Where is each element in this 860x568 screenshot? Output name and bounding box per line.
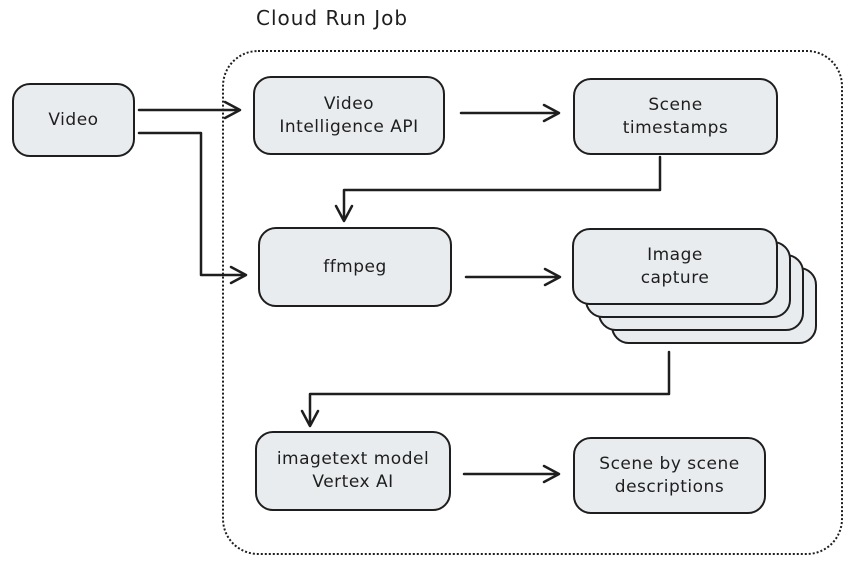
node-scene-timestamps-label: Scene timestamps: [622, 94, 729, 138]
node-ffmpeg: ffmpeg: [258, 227, 452, 307]
node-image-capture: Image capture: [572, 228, 778, 305]
node-video-intelligence-api: Video Intelligence API: [253, 76, 445, 155]
node-video: Video: [12, 83, 135, 157]
node-ffmpeg-label: ffmpeg: [323, 256, 387, 277]
node-video-intelligence-api-label: Video Intelligence API: [279, 93, 419, 137]
node-imagetext-model: imagetext model Vertex AI: [255, 431, 451, 511]
node-image-capture-label: Image capture: [640, 244, 710, 288]
diagram-title: Cloud Run Job: [256, 6, 409, 30]
node-scene-descriptions-label: Scene by scene descriptions: [599, 453, 740, 497]
node-imagetext-model-label: imagetext model Vertex AI: [276, 449, 430, 492]
node-video-label: Video: [48, 109, 99, 130]
node-scene-timestamps: Scene timestamps: [573, 78, 778, 155]
node-scene-descriptions: Scene by scene descriptions: [573, 437, 766, 514]
cloud-run-job-boundary: [222, 50, 843, 555]
